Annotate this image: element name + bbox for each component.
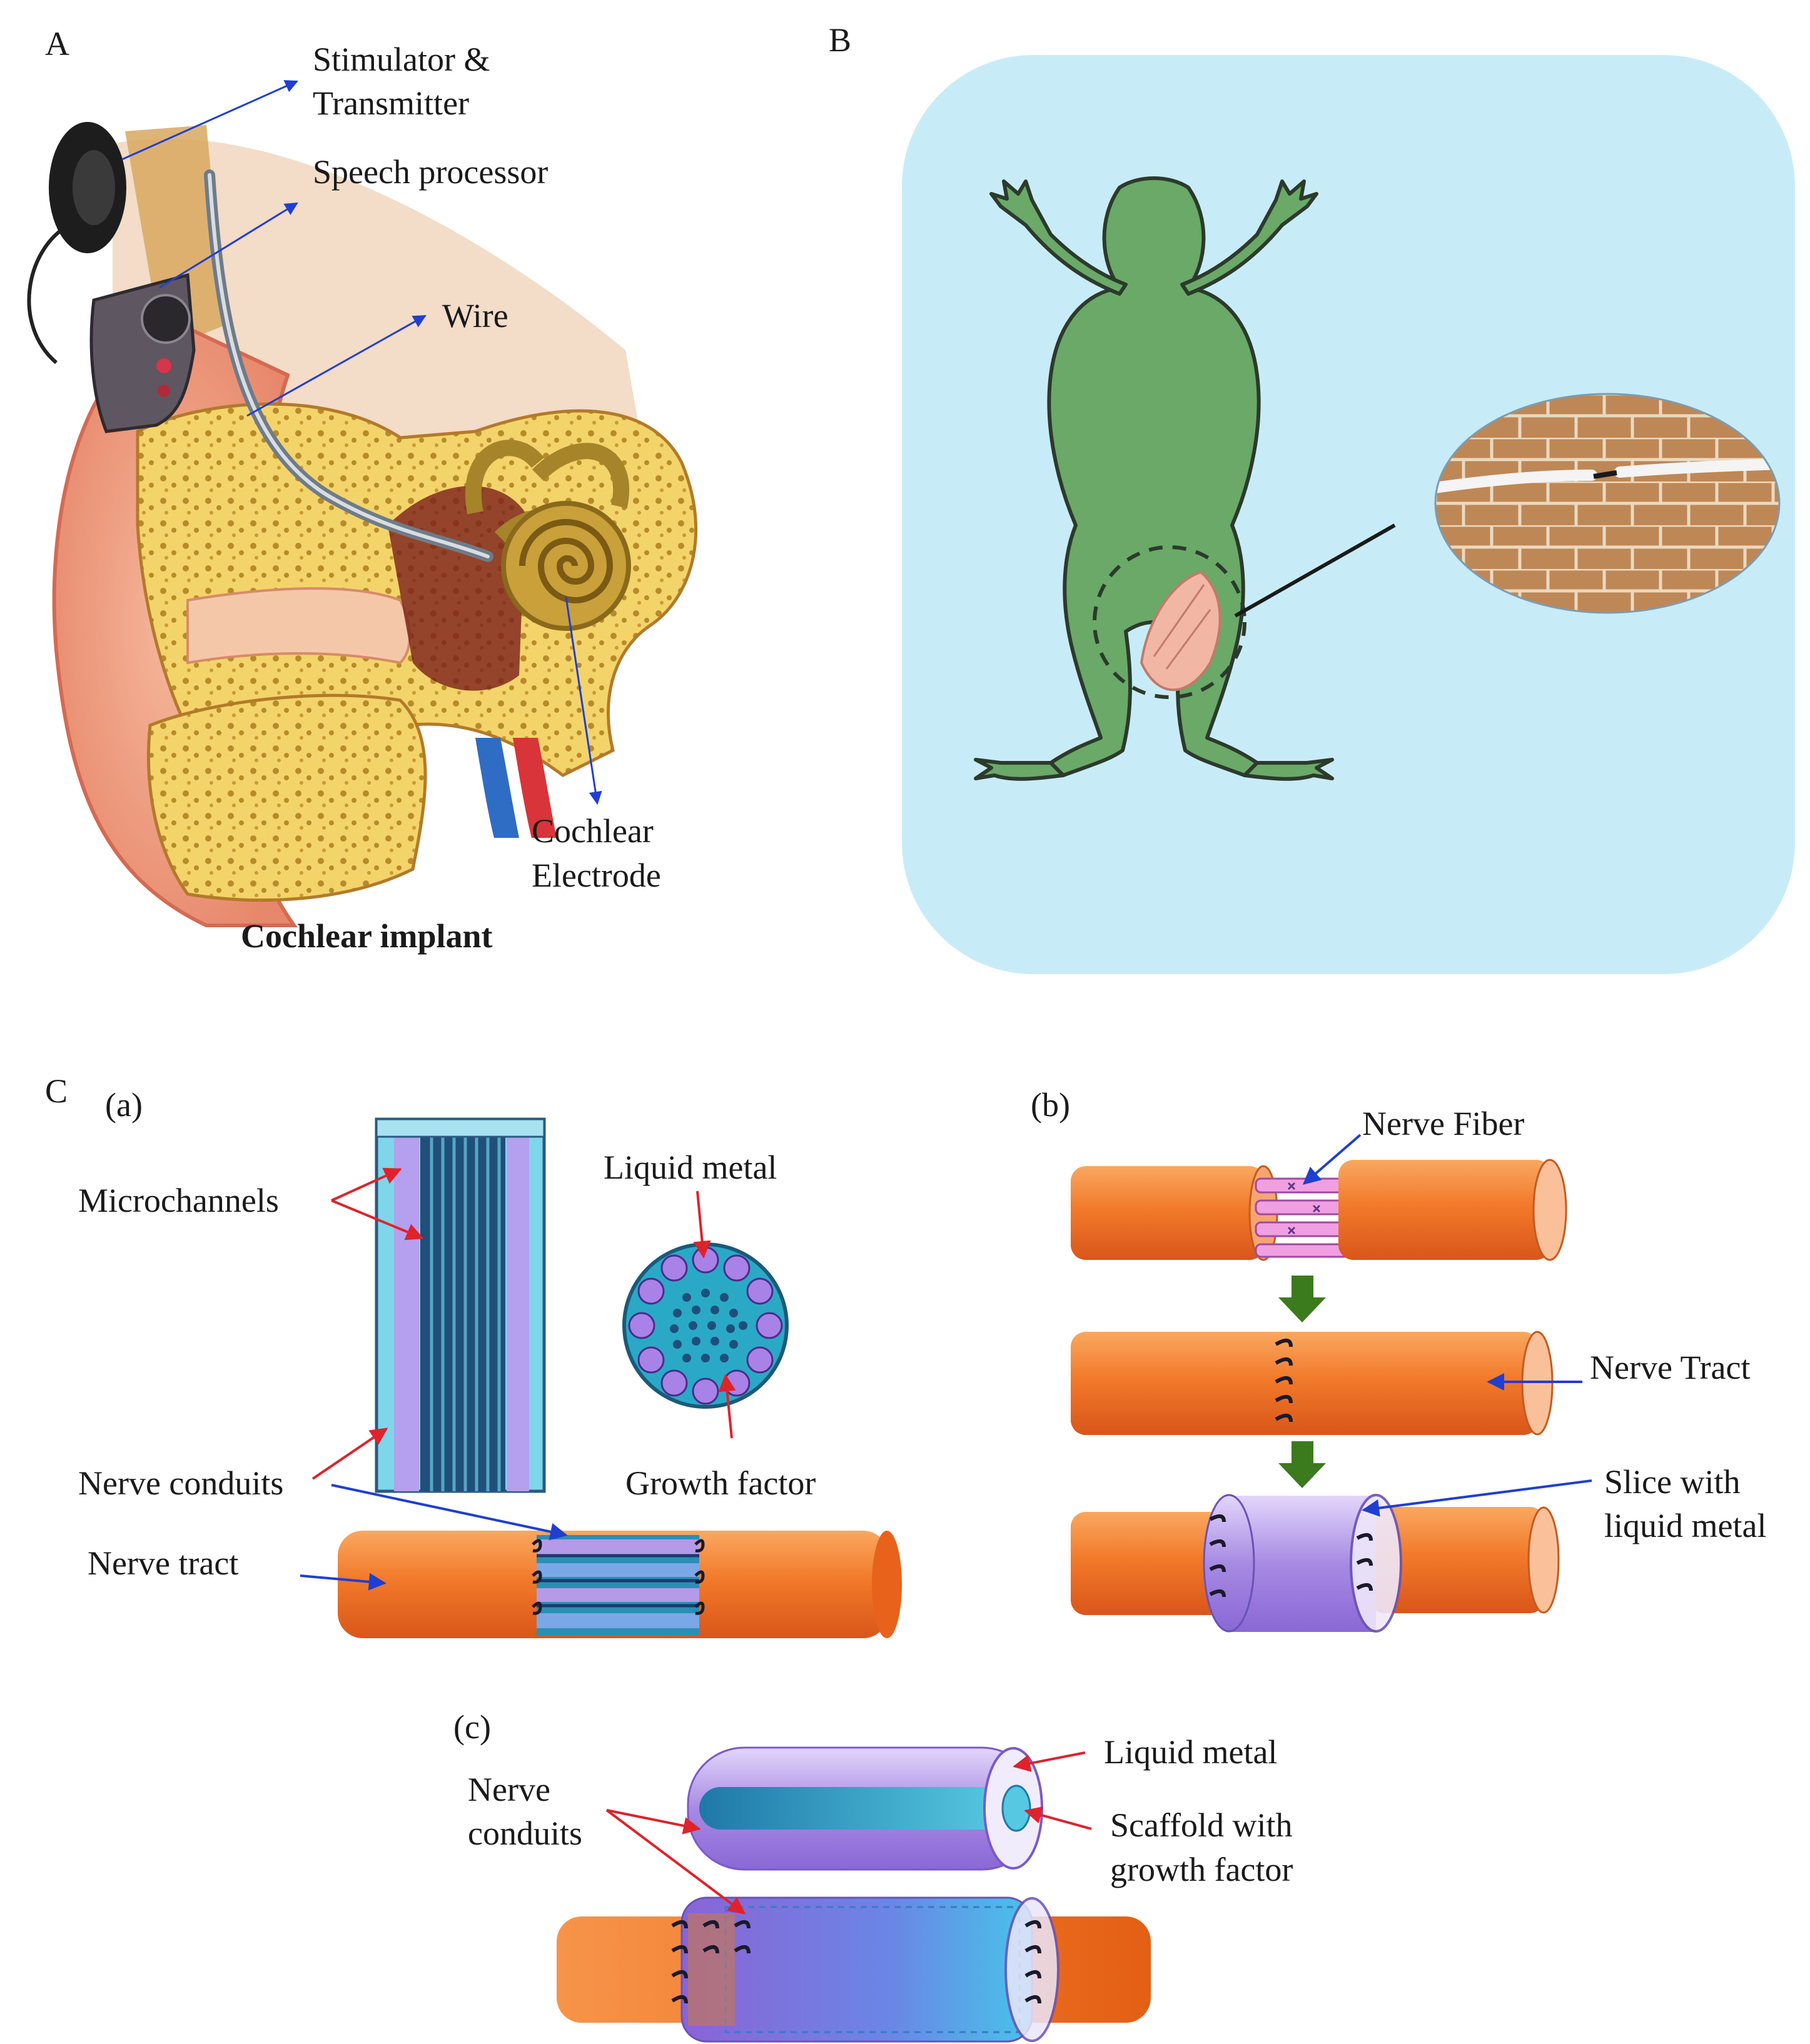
microchannel-lines: [420, 1119, 505, 1491]
label-nerve-tract-a: Nerve tract: [88, 1544, 238, 1582]
arrow-growth-factor: [718, 1374, 736, 1439]
arrow-slice: [1362, 1479, 1592, 1517]
conduit-purple-strip-left: [394, 1119, 419, 1491]
ear-canal: [186, 587, 411, 665]
panel-b-letter: B: [829, 21, 851, 59]
nerve-fibers: [1255, 1177, 1350, 1258]
nerve-stub-right-1-face: [1532, 1159, 1567, 1261]
conduit-cross-section: [622, 1242, 789, 1409]
label-nerve-conduits-a: Nerve conduits: [78, 1464, 283, 1502]
leader-wire: [246, 315, 427, 417]
arrow-conduits-c-lower: [605, 1809, 746, 1915]
panel-c: C (a): [45, 1072, 1766, 2043]
label-slice-line2: liquid metal: [1604, 1507, 1766, 1544]
panel-c-a: (a): [78, 1086, 902, 1638]
label-wire: Wire: [442, 297, 508, 335]
arrow-microchannels-2: [331, 1199, 424, 1241]
leader-electrode: [565, 597, 602, 805]
panel-a: A: [27, 25, 698, 955]
exposed-muscle: [1140, 570, 1221, 692]
panel-b: B: [829, 21, 1795, 974]
arrow-conduits-c-upper: [606, 1809, 701, 1835]
hair: [125, 125, 225, 350]
panel-c-c: (c): [453, 1708, 1293, 2043]
label-scaffold-line2: growth factor: [1110, 1851, 1293, 1888]
nerve-stub-right-3: [1370, 1507, 1545, 1613]
liquid-metal-slice: [1229, 1496, 1376, 1632]
sutures-b-slice: [1209, 1514, 1373, 1598]
label-slice-line1: Slice with: [1604, 1463, 1740, 1501]
arrow-nerve-conduits-blue: [331, 1484, 568, 1541]
sutures-b-middle: [1275, 1339, 1293, 1422]
down-arrow-1: [1278, 1276, 1326, 1322]
conduit-c-upper: [687, 1746, 1043, 1871]
label-speech-processor: Speech processor: [313, 153, 548, 191]
liquid-metal-slice-face: [1350, 1494, 1402, 1633]
label-scaffold-line1: Scaffold with: [1110, 1806, 1292, 1844]
panel-a-letter: A: [45, 25, 69, 63]
conduit-c-lower: [680, 1896, 1059, 2043]
zoom-connector: [1234, 523, 1396, 618]
sutures-c: [671, 1920, 1041, 2004]
panel-c-a-tag: (a): [105, 1086, 143, 1124]
label-nerve-tract-b: Nerve Tract: [1590, 1349, 1750, 1386]
vein: [475, 738, 519, 838]
panel-a-leaders: [121, 80, 602, 805]
lower-bone: [147, 693, 427, 902]
arrow-liquid-metal-a: [693, 1191, 711, 1259]
arrow-nerve-conduits-red: [311, 1427, 388, 1480]
magnification-circle: [1093, 545, 1246, 699]
nerve-stub-right-3-face: [1527, 1506, 1560, 1614]
nerve-stub-left-3: [1071, 1512, 1233, 1615]
muscle-fibers: [1153, 584, 1211, 670]
liquid-metal-slice-back: [1203, 1494, 1255, 1633]
arrow-scaffold: [1024, 1806, 1092, 1830]
panel-c-b-tag: (b): [1031, 1086, 1070, 1124]
panel-c-letter: C: [45, 1072, 68, 1110]
nerve-tract-a-end: [872, 1531, 902, 1638]
label-nerve-fiber: Nerve Fiber: [1362, 1105, 1524, 1142]
label-electrode-line2: Electrode: [532, 857, 661, 894]
nerve-stub-right-1: [1338, 1160, 1551, 1260]
label-stimulator-line2: Transmitter: [313, 84, 469, 122]
panel-c-b: (b): [1031, 1086, 1766, 1633]
label-microchannels: Microchannels: [78, 1182, 279, 1219]
nerve-stub-left-1: [1071, 1166, 1265, 1260]
arrow-nerve-fiber: [1302, 1134, 1362, 1185]
sutures-a: [532, 1539, 705, 1615]
implant-wire-highlight: [208, 173, 490, 558]
artery: [513, 738, 557, 838]
down-arrow-2: [1278, 1441, 1326, 1488]
label-electrode-line1: Cochlear: [532, 812, 654, 850]
processor-led: [156, 358, 171, 373]
arrow-liquid-metal-c: [1013, 1751, 1086, 1772]
conduit-purple-strip-right: [507, 1119, 529, 1491]
panel-c-c-arrows: [605, 1751, 1092, 1915]
label-liquid-metal-a: Liquid metal: [604, 1149, 777, 1186]
arrow-nerve-tract-a: [300, 1573, 387, 1591]
label-conduits-c-line1: Nerve: [468, 1771, 550, 1808]
label-growth-factor: Growth factor: [625, 1464, 816, 1502]
leader-stimulator: [121, 80, 298, 161]
zoom-inset-border: [1434, 393, 1781, 614]
processor-dial: [141, 294, 191, 344]
transmitter-magnet: [73, 150, 115, 225]
transmitter-cable: [27, 223, 70, 365]
panel-c-b-arrows: [1302, 1134, 1592, 1517]
cochlea: [501, 501, 631, 631]
leader-speech-processor: [159, 202, 298, 289]
zoom-inset: [1435, 394, 1779, 613]
nerve-tract-sutured: [1071, 1332, 1539, 1435]
arrow-microchannels-1: [331, 1167, 402, 1202]
panel-c-a-arrows: [300, 1167, 736, 1591]
panel-c-c-tag: (c): [453, 1708, 491, 1746]
processor-led-2: [158, 385, 170, 397]
label-liquid-metal-c: Liquid metal: [1104, 1733, 1277, 1771]
caption-cochlear-implant: Cochlear implant: [241, 917, 493, 955]
conduit-bundle-a: [537, 1535, 699, 1635]
label-conduits-c-line2: conduits: [468, 1815, 582, 1852]
label-stimulator-line1: Stimulator &: [313, 41, 490, 78]
conduit-top-rim: [375, 1118, 545, 1138]
